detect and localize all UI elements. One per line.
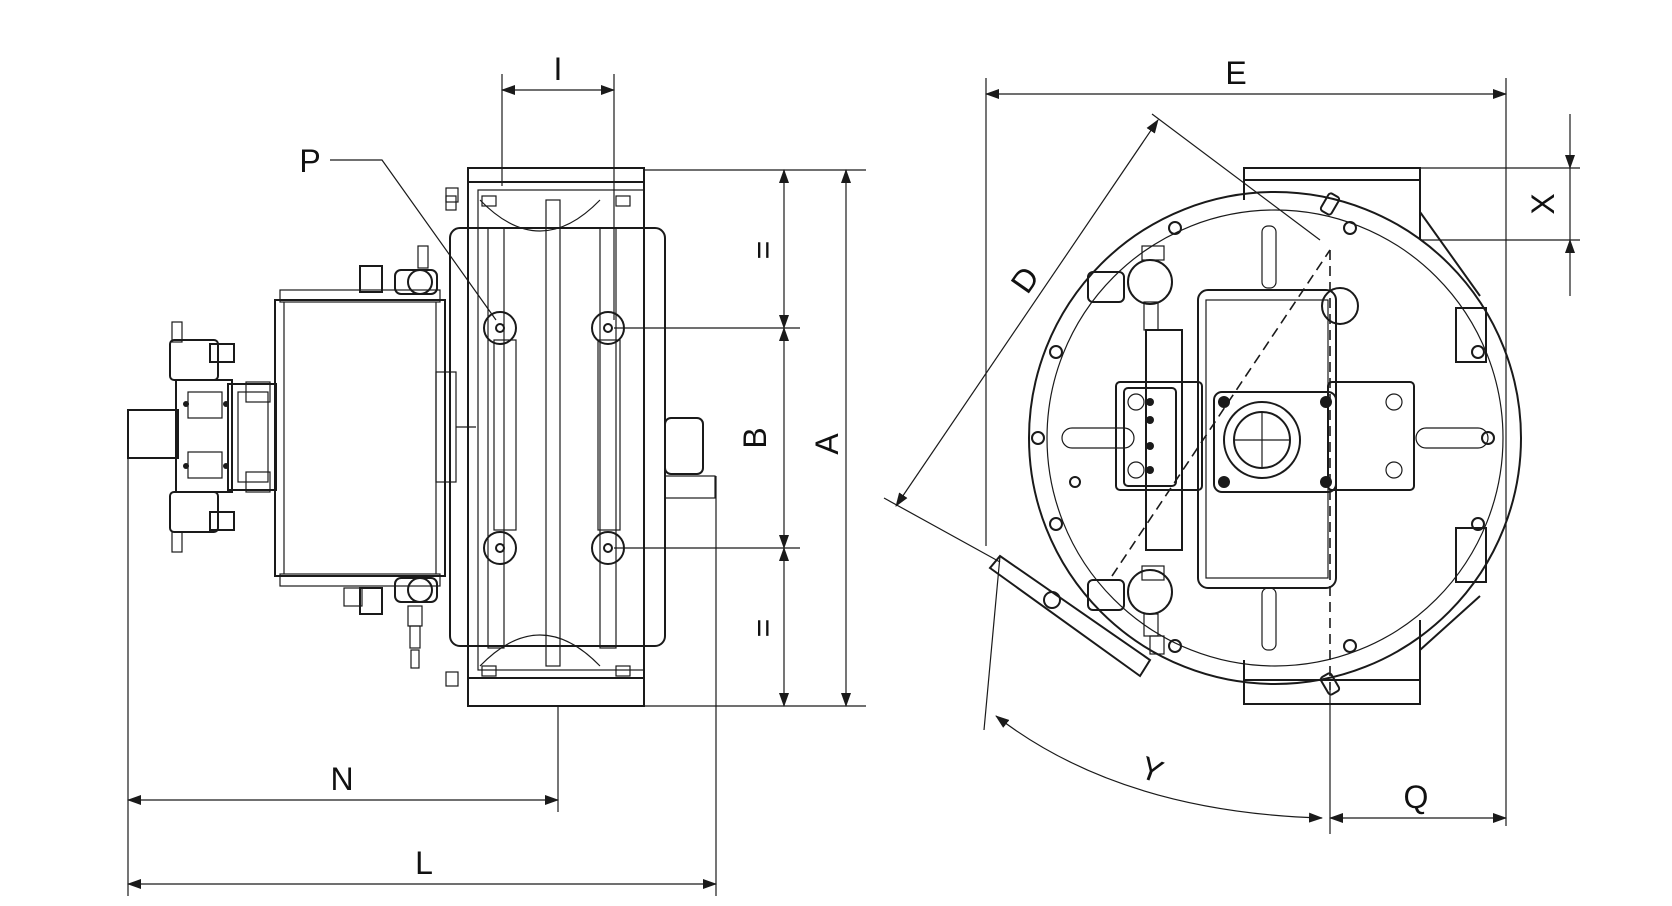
switch-cover bbox=[127, 409, 179, 459]
label-i: I bbox=[554, 51, 563, 87]
side-motor bbox=[664, 417, 704, 475]
label-a: A bbox=[809, 433, 845, 455]
switch-housing bbox=[227, 383, 277, 491]
inner-frame bbox=[477, 189, 645, 671]
side-motor-base bbox=[664, 475, 716, 499]
positioner-dial-outer bbox=[1223, 401, 1301, 479]
inner-rail-left bbox=[493, 339, 517, 531]
slot-right bbox=[599, 227, 617, 649]
right-lug-bottom bbox=[1455, 527, 1487, 583]
switch-head bbox=[175, 379, 233, 493]
flange-bolts bbox=[445, 187, 631, 687]
label-x: X bbox=[1525, 193, 1561, 214]
label-b: B bbox=[737, 427, 773, 448]
actuator-top-view bbox=[1197, 289, 1337, 589]
shaft-bottom bbox=[1261, 587, 1277, 651]
upper-arc bbox=[479, 199, 601, 232]
dimension-labels: I P = B = A N L E X D Y Q bbox=[299, 51, 1561, 881]
solenoid-top bbox=[359, 195, 457, 295]
label-eq-top: = bbox=[745, 241, 781, 260]
top-flange bbox=[467, 167, 645, 183]
label-l: L bbox=[415, 845, 433, 881]
label-eq-bottom: = bbox=[745, 619, 781, 638]
label-y: Y bbox=[1136, 749, 1168, 790]
solenoid-bottom bbox=[343, 577, 438, 669]
slot-left bbox=[487, 227, 505, 649]
actuator-inner bbox=[1205, 299, 1329, 579]
inner-rail-right bbox=[597, 339, 621, 531]
limit-switch bbox=[127, 321, 277, 553]
front-top-flange bbox=[1243, 167, 1421, 181]
diagonal-centerline bbox=[1111, 249, 1331, 577]
shaft-right bbox=[1415, 427, 1489, 449]
emblem bbox=[1321, 287, 1359, 325]
shaft-top bbox=[1261, 225, 1277, 289]
actuator-body bbox=[274, 299, 446, 577]
coil-top bbox=[1087, 245, 1173, 331]
dimension-lines bbox=[127, 74, 1580, 896]
label-n: N bbox=[330, 761, 353, 797]
slot-center bbox=[545, 199, 561, 667]
side-view bbox=[127, 167, 716, 707]
front-view bbox=[988, 167, 1522, 705]
valve-body bbox=[449, 227, 666, 647]
label-e: E bbox=[1225, 55, 1246, 91]
bolt-holes bbox=[483, 311, 625, 565]
label-q: Q bbox=[1404, 779, 1429, 815]
positioner bbox=[1213, 391, 1337, 493]
front-bottom-flange bbox=[1243, 679, 1421, 705]
label-p: P bbox=[299, 143, 320, 179]
right-lug-top bbox=[1455, 307, 1487, 363]
lower-arc bbox=[479, 634, 601, 667]
actuator-bottom-cap bbox=[279, 573, 441, 587]
bottom-flange bbox=[467, 677, 645, 707]
coil-bottom bbox=[1087, 565, 1173, 655]
